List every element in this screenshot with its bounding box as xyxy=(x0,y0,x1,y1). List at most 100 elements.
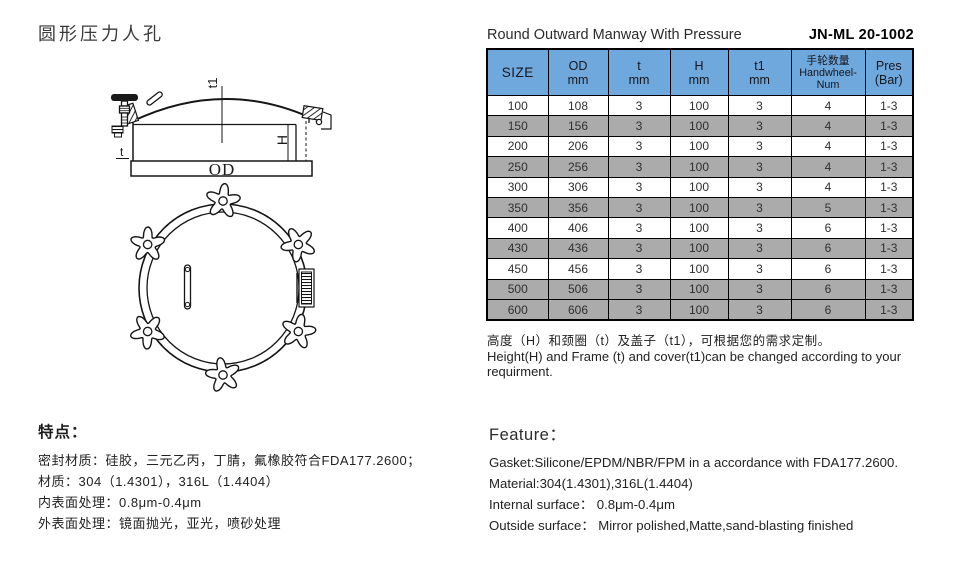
table-cell: 256 xyxy=(547,156,609,178)
feature-line: Gasket:Silicone/EPDM/NBR/FPM in a accord… xyxy=(489,455,898,470)
table-cell: 100 xyxy=(669,237,729,260)
table-cell: 3 xyxy=(607,217,671,239)
features-section-en: Feature： Gasket:Silicone/EPDM/NBR/FPM in… xyxy=(489,421,959,536)
technical-drawing: t1 H t OD xyxy=(111,78,332,392)
table-cell: 500 xyxy=(486,278,549,300)
table-cell: 606 xyxy=(547,298,609,321)
model-number: JN-ML 20-1002 xyxy=(808,27,914,43)
table-cell: 100 xyxy=(669,176,729,198)
features-list-cn: 密封材质：硅胶，三元乙丙，丁腈，氟橡胶符合FDA177.2600；材质：304（… xyxy=(38,450,478,534)
hinge-side xyxy=(301,104,332,130)
table-cell: 100 xyxy=(669,278,729,300)
features-heading-en: Feature： xyxy=(489,426,567,444)
dim-label-od: OD xyxy=(209,160,236,179)
table-cell: 100 xyxy=(669,156,729,178)
features-section-cn: 特点： 密封材质：硅胶，三元乙丙，丁腈，氟橡胶符合FDA177.2600；材质：… xyxy=(38,420,478,534)
table-cell: 250 xyxy=(486,156,549,178)
table-cell: 100 xyxy=(669,298,729,321)
table-cell: 3 xyxy=(727,217,792,239)
table-cell: 3 xyxy=(607,156,671,178)
table-cell: 3 xyxy=(727,176,792,198)
dim-label-t1: t1 xyxy=(205,78,220,89)
table-cell: 3 xyxy=(727,196,792,219)
feature-line: Internal surface： 0.8μm-0.4μm xyxy=(489,497,675,512)
handwheel-knobs xyxy=(130,182,317,392)
side-view: t1 H t OD xyxy=(111,78,332,179)
table-cell: 3 xyxy=(727,258,792,280)
handle-rod xyxy=(146,91,163,106)
table-cell: 430 xyxy=(486,237,549,260)
table-cell: 100 xyxy=(669,196,729,219)
knob-center-hole xyxy=(293,326,304,337)
table-cell: 3 xyxy=(607,176,671,198)
feature-line: Outside surface： Mirror polished,Matte,s… xyxy=(489,518,854,533)
cover-handle xyxy=(183,264,192,310)
table-cell: 100 xyxy=(669,115,729,137)
dim-label-t: t xyxy=(120,145,124,159)
table-cell: 600 xyxy=(486,298,549,321)
table-cell: 3 xyxy=(727,115,792,137)
column-header: Pres(Bar) xyxy=(864,48,914,96)
table-cell: 406 xyxy=(547,217,609,239)
table-caption: Round Outward Manway With Pressure JN-ML… xyxy=(487,27,914,43)
table-cell: 450 xyxy=(486,258,549,280)
table-cell: 4 xyxy=(790,156,866,178)
table-cell: 156 xyxy=(547,115,609,137)
knob-center-hole xyxy=(218,370,228,380)
table-cell: 436 xyxy=(547,237,609,260)
table-cell: 3 xyxy=(727,135,792,158)
knob-center-hole xyxy=(142,326,153,337)
knob-center-hole xyxy=(142,239,153,250)
table-cell: 3 xyxy=(607,94,671,117)
table-cell: 3 xyxy=(727,156,792,178)
table-cell: 1-3 xyxy=(864,176,914,198)
table-cell: 5 xyxy=(790,196,866,219)
table-cell: 1-3 xyxy=(864,196,914,219)
table-cell: 3 xyxy=(607,278,671,300)
dim-label-h: H xyxy=(274,135,290,145)
table-cell: 3 xyxy=(607,237,671,260)
table-cell: 356 xyxy=(547,196,609,219)
table-cell: 200 xyxy=(486,135,549,158)
table-cell: 3 xyxy=(607,135,671,158)
note-cn: 高度（H）和颈圈（t）及盖子（t1），可根据您的需求定制。 xyxy=(487,334,831,348)
note-en: Height(H) and Frame (t) and cover(t1)can… xyxy=(487,349,902,379)
table-cell: 4 xyxy=(790,176,866,198)
table-cell: 306 xyxy=(547,176,609,198)
table-cell: 3 xyxy=(607,115,671,137)
dome-lid xyxy=(132,98,310,122)
table-cell: 6 xyxy=(790,258,866,280)
table-cell: 3 xyxy=(607,258,671,280)
table-cell: 6 xyxy=(790,298,866,321)
table-cell: 400 xyxy=(486,217,549,239)
page-title: 圆形压力人孔 xyxy=(38,24,164,44)
table-cell: 3 xyxy=(727,94,792,117)
table-cell: 100 xyxy=(669,258,729,280)
table-cell: 1-3 xyxy=(864,135,914,158)
table-cell: 100 xyxy=(486,94,549,117)
knob-center-hole xyxy=(218,196,228,206)
table-title: Round Outward Manway With Pressure xyxy=(487,27,742,43)
table-cell: 350 xyxy=(486,196,549,219)
table-cell: 3 xyxy=(727,237,792,260)
table-cell: 100 xyxy=(669,217,729,239)
base-flange xyxy=(130,160,313,177)
table-cell: 1-3 xyxy=(864,298,914,321)
table-cell: 506 xyxy=(547,278,609,300)
table-cell: 206 xyxy=(547,135,609,158)
